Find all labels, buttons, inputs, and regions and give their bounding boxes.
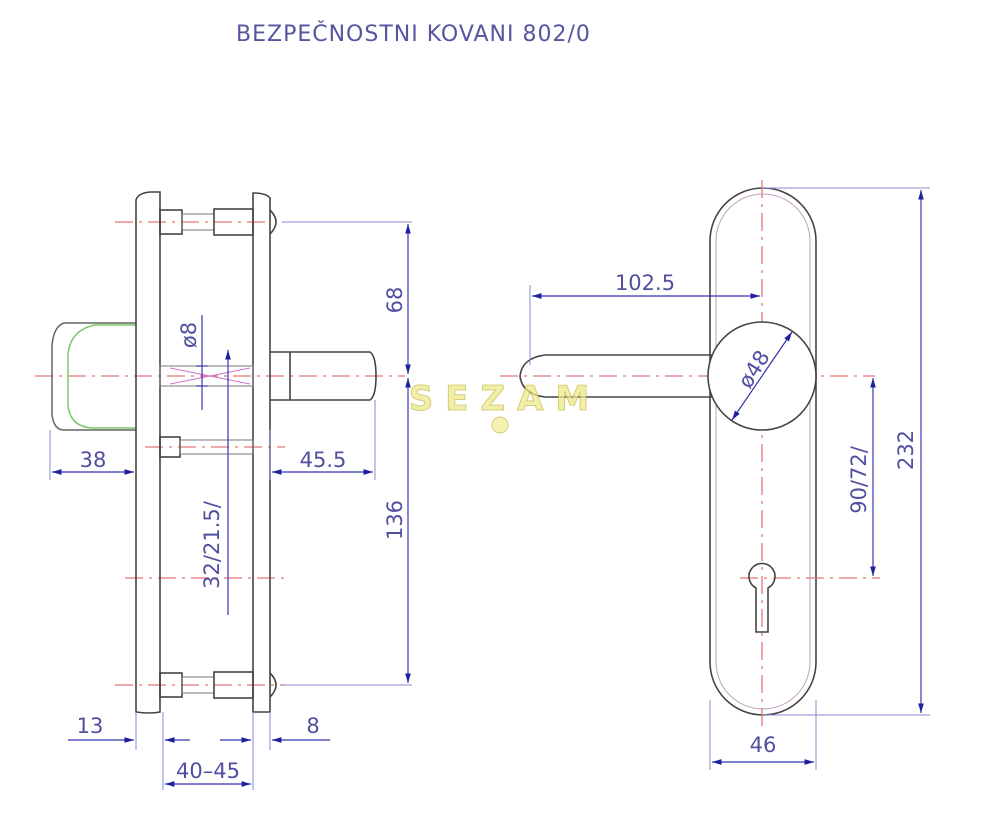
outer-plate <box>252 192 271 713</box>
dimension-40-45: 40–45 <box>176 759 240 783</box>
dimension-102.5: 102.5 <box>615 271 675 295</box>
cylinder-knob <box>51 322 136 431</box>
screw-middle <box>159 436 254 458</box>
svg-text:SEZAM: SEZAM <box>409 379 602 419</box>
dimension-13: 13 <box>77 714 104 738</box>
screw-top <box>159 208 277 236</box>
side-view: 68 136 ø8 32/21.5/ 38 45.5 13 8 40–45 <box>35 191 412 790</box>
drawing-title: BEZPEČNOSTNI KOVANI 802/0 <box>236 22 591 47</box>
handle-stub <box>270 351 377 401</box>
inner-plate <box>135 191 161 714</box>
dimension-46: 46 <box>750 733 777 757</box>
dimension-8: 8 <box>306 714 319 738</box>
dimension-232: 232 <box>894 430 918 470</box>
dimension-32-21.5: 32/21.5/ <box>200 500 224 589</box>
dimension-45.5: 45.5 <box>300 448 347 472</box>
front-view: ø48 102.5 90/72/ 232 46 <box>500 180 930 770</box>
dimension-38: 38 <box>80 448 107 472</box>
lever-handle <box>519 354 712 398</box>
dimension-dia8: ø8 <box>177 322 201 348</box>
screw-bottom <box>159 671 277 699</box>
cylinder-knob-outline <box>67 324 136 429</box>
door-plate <box>709 187 817 716</box>
dimension-136: 136 <box>383 500 407 540</box>
dimension-68: 68 <box>383 287 407 314</box>
sezam-watermark-logo: SEZAM <box>408 379 602 434</box>
keyhole <box>748 562 776 633</box>
dimension-90-72: 90/72/ <box>847 445 871 514</box>
